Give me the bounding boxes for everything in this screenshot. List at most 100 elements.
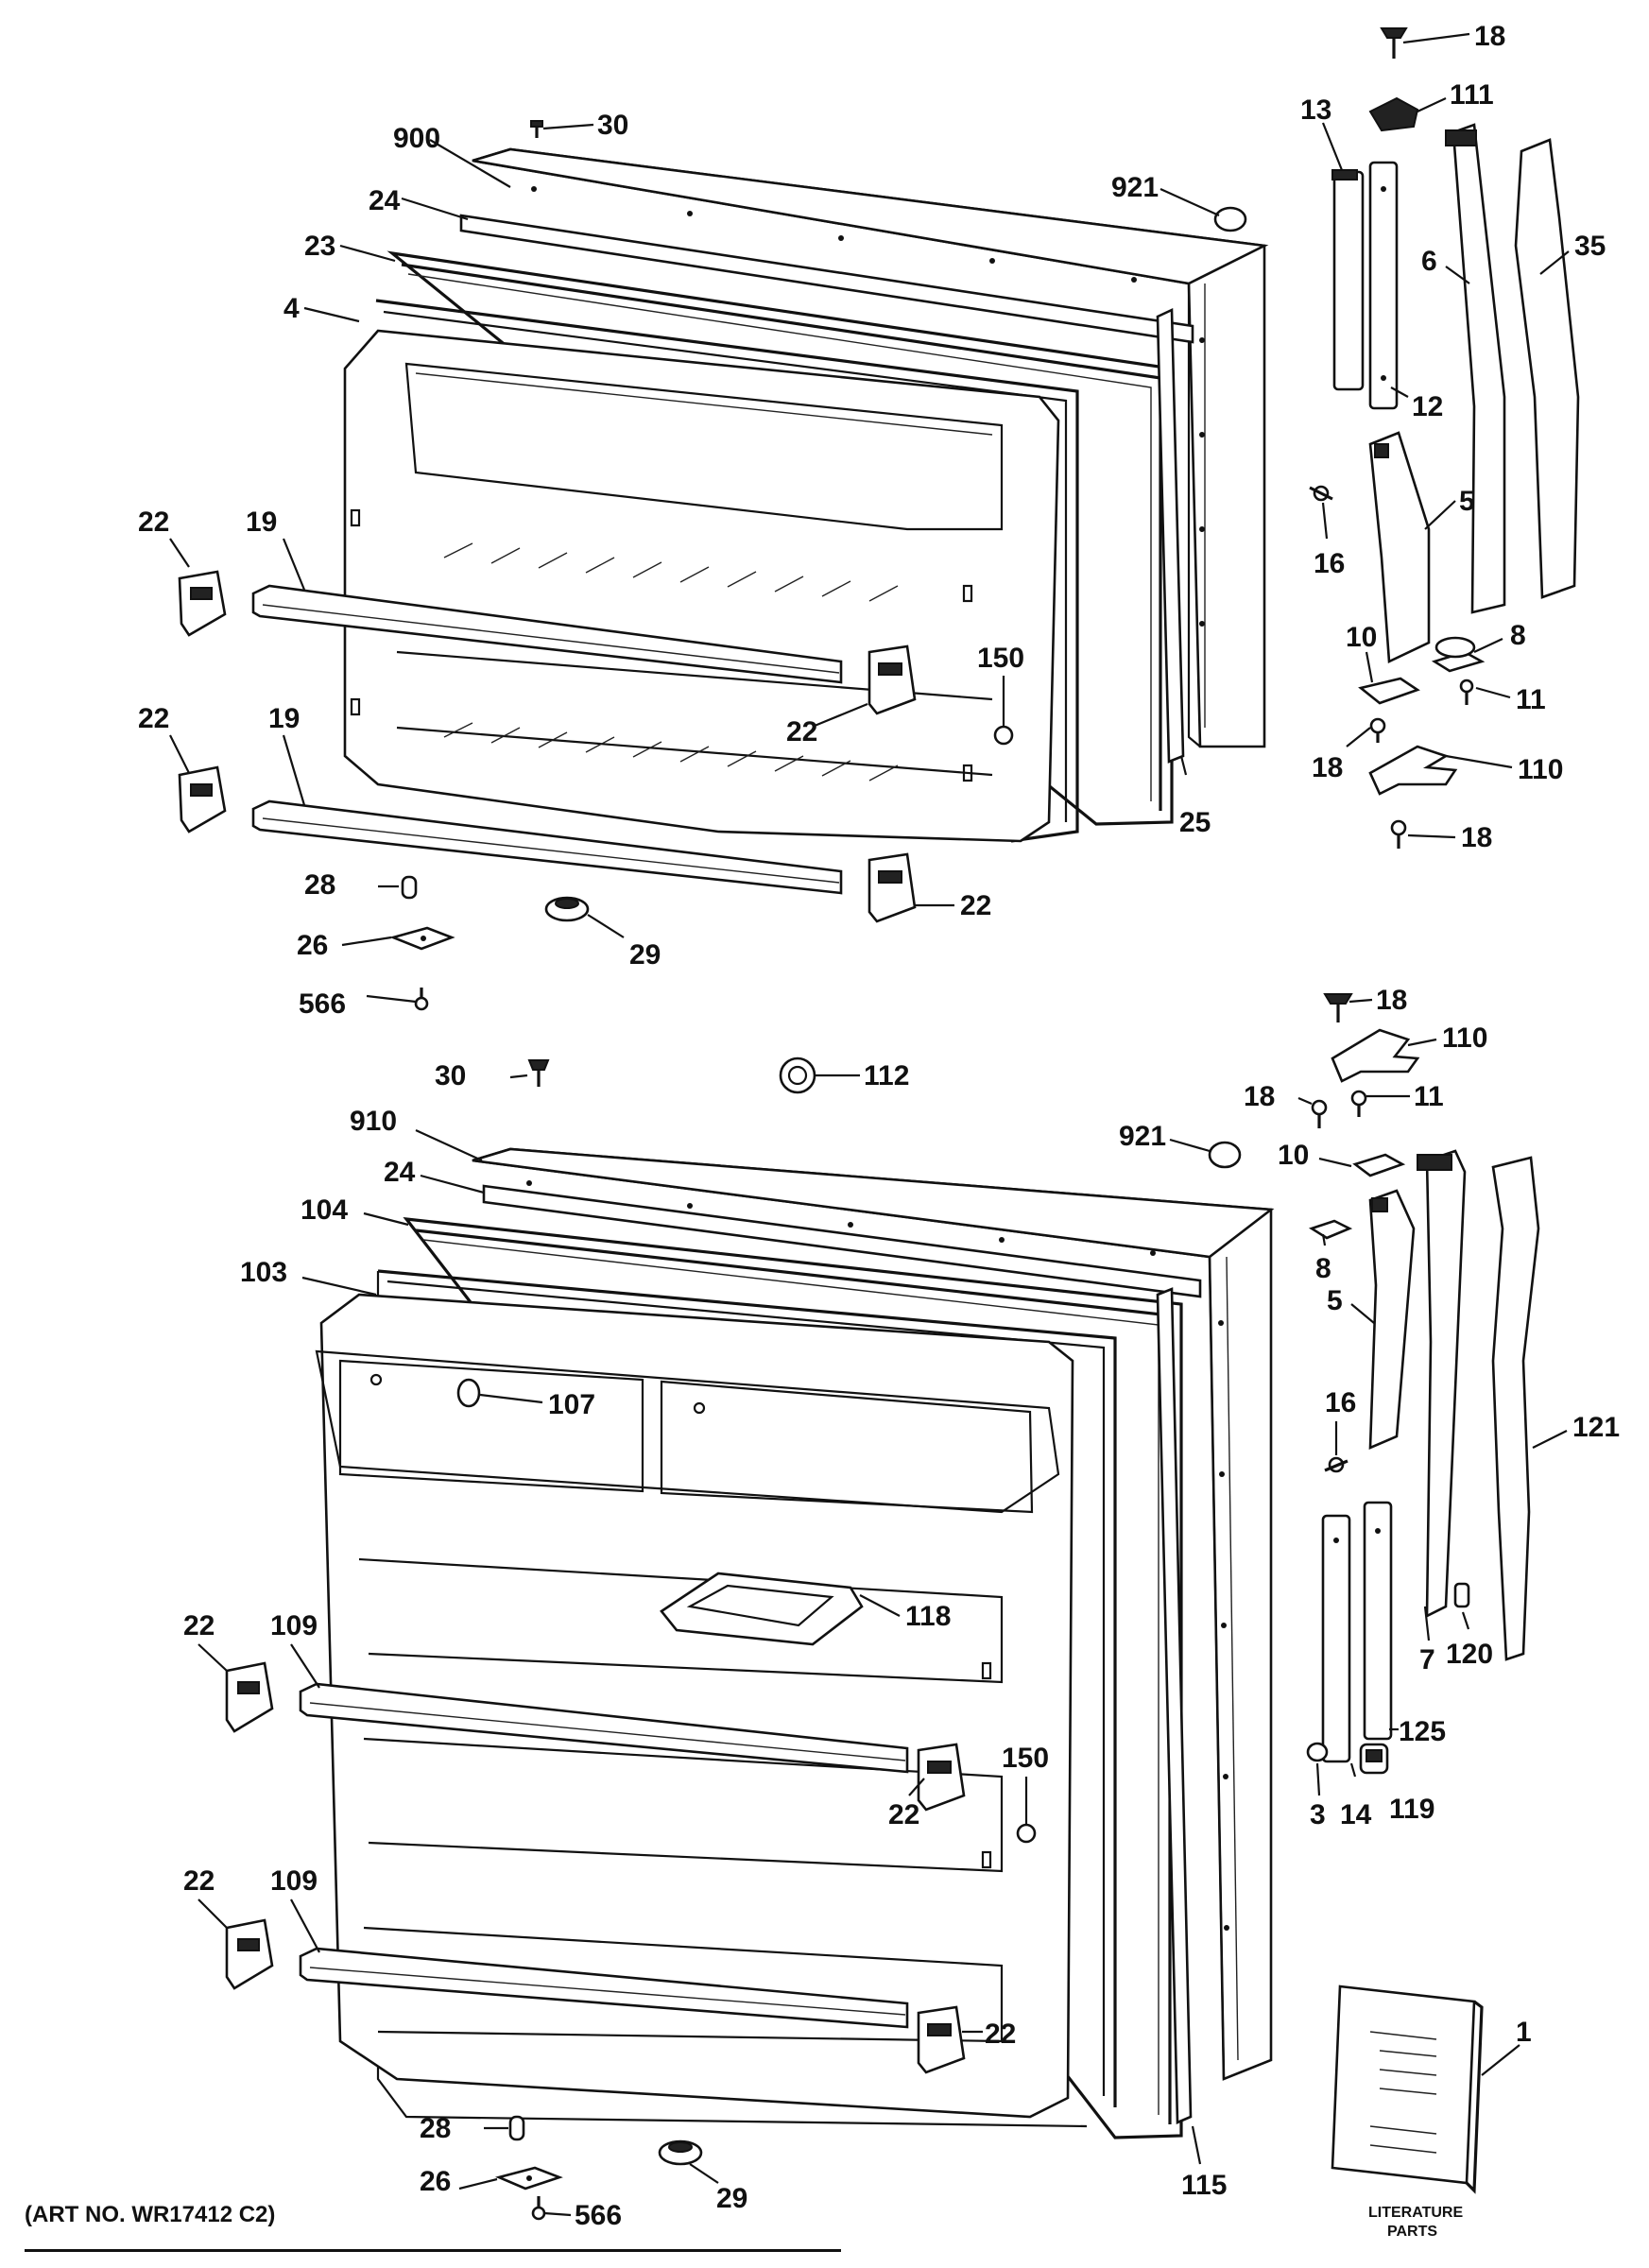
- shelf-bracket-22-h: [917, 2005, 966, 2074]
- label-bot-125: 125: [1399, 1716, 1446, 1747]
- label-bot-22c: 22: [985, 2019, 1016, 2050]
- label-top-30: 30: [597, 110, 628, 141]
- label-bot-26: 26: [420, 2166, 451, 2197]
- label-top-13: 13: [1300, 94, 1331, 126]
- label-top-22c: 22: [138, 703, 169, 734]
- seal-strip-115: [1156, 1287, 1193, 2124]
- label-top-18c: 18: [1461, 822, 1492, 853]
- label-top-10: 10: [1346, 622, 1377, 653]
- clip-119: [1359, 1743, 1389, 1775]
- label-bot-8: 8: [1315, 1253, 1331, 1284]
- handle-5-bottom: [1368, 1189, 1416, 1451]
- label-top-900: 900: [393, 123, 440, 154]
- handle-bar-7: [1417, 1149, 1467, 1619]
- label-top-12: 12: [1412, 391, 1443, 422]
- plug-921-bottom: [1208, 1141, 1242, 1169]
- outer-door-panel-910: [472, 1147, 1275, 2081]
- label-bot-28: 28: [420, 2113, 451, 2144]
- label-top-22a: 22: [138, 507, 169, 538]
- screw-150-bottom: [1016, 1823, 1037, 1844]
- shelf-bar-19-lower: [251, 799, 843, 895]
- freezer-door-liner: [343, 329, 1060, 843]
- literature-label-line2: PARTS: [1387, 2224, 1437, 2240]
- leader-lines: [169, 32, 1570, 2217]
- channel-12: [1368, 161, 1399, 410]
- label-top-6: 6: [1421, 246, 1437, 277]
- label-top-11: 11: [1516, 684, 1546, 715]
- shelf-bracket-22-b: [178, 765, 227, 833]
- shim-10-top: [1358, 677, 1420, 705]
- screw-150-top: [993, 725, 1014, 746]
- callout-labels: 18 111 13 30 900 921 24 23 4 6 35 12 5 1…: [138, 21, 1620, 2231]
- label-top-28: 28: [304, 869, 335, 901]
- handle-5-top: [1368, 431, 1431, 663]
- label-top-18: 18: [1474, 21, 1505, 52]
- shelf-bracket-22-f: [225, 1918, 274, 1990]
- gasket-4-top: [375, 299, 1079, 843]
- label-bot-10: 10: [1278, 1140, 1309, 1171]
- label-top-566: 566: [299, 988, 346, 1020]
- label-bot-150: 150: [1002, 1743, 1049, 1774]
- screw-566-top: [414, 988, 429, 1011]
- shelf-bracket-22-e: [225, 1661, 274, 1733]
- handle-cover-121: [1491, 1156, 1540, 1661]
- plug-921-top: [1213, 206, 1247, 232]
- label-bot-103: 103: [240, 1257, 287, 1288]
- channel-13: [1331, 169, 1365, 391]
- label-top-921: 921: [1111, 172, 1159, 203]
- art-number-caption: (ART NO. WR17412 C2): [25, 2202, 276, 2227]
- label-bot-3: 3: [1310, 1799, 1326, 1830]
- outer-door-panel-900: [472, 147, 1269, 748]
- label-bot-16: 16: [1325, 1387, 1356, 1418]
- shelf-bracket-22-a: [178, 570, 227, 637]
- label-bot-566: 566: [575, 2200, 622, 2231]
- plug-112: [779, 1057, 816, 1094]
- label-bot-120: 120: [1446, 1639, 1493, 1670]
- bracket-26-bottom: [495, 2166, 563, 2191]
- fresh-food-door-liner: [315, 1293, 1074, 2119]
- label-bot-1: 1: [1516, 2017, 1532, 2048]
- pad-8-bottom: [1308, 1219, 1353, 1240]
- label-bot-7: 7: [1419, 1644, 1435, 1675]
- label-bot-29: 29: [716, 2183, 747, 2214]
- label-top-22d: 22: [960, 890, 991, 921]
- freezer-door-assembly: [178, 120, 1269, 1011]
- egg-tray-118: [660, 1572, 864, 1646]
- label-bot-22b: 22: [888, 1799, 919, 1830]
- seal-strip-25: [1156, 307, 1185, 764]
- label-bot-921: 921: [1119, 1121, 1166, 1152]
- label-top-111: 111: [1450, 79, 1494, 111]
- handle-cover-35: [1514, 138, 1580, 599]
- label-top-35: 35: [1574, 231, 1606, 262]
- label-top-19a: 19: [246, 507, 277, 538]
- label-bot-5: 5: [1327, 1285, 1343, 1316]
- handle-bar-6: [1445, 123, 1506, 614]
- label-top-110: 110: [1518, 754, 1563, 785]
- screw-11-bottom: [1350, 1090, 1367, 1117]
- pad-8-top: [1431, 636, 1486, 673]
- label-bot-104: 104: [301, 1194, 348, 1226]
- label-top-5: 5: [1459, 486, 1475, 517]
- screw-30-bottom: [527, 1059, 550, 1087]
- bracket-26-top: [388, 926, 455, 951]
- channel-125: [1363, 1501, 1393, 1741]
- label-bot-109a: 109: [270, 1610, 318, 1641]
- label-bot-22d: 22: [183, 1865, 215, 1897]
- trim-strip-24-top: [459, 214, 1194, 344]
- label-top-26: 26: [297, 930, 328, 961]
- label-top-24: 24: [369, 185, 401, 216]
- label-top-23: 23: [304, 231, 335, 262]
- label-top-18b: 18: [1312, 752, 1343, 783]
- label-bot-14: 14: [1340, 1799, 1372, 1830]
- label-top-8: 8: [1510, 620, 1526, 651]
- literature-parts-booklet: [1331, 1984, 1484, 2194]
- label-top-25: 25: [1179, 807, 1211, 838]
- label-bot-22a: 22: [183, 1610, 215, 1641]
- label-top-4: 4: [283, 293, 300, 324]
- label-bot-18b: 18: [1244, 1081, 1275, 1112]
- stop-29-bottom: [658, 2139, 703, 2166]
- cam-28-top: [401, 875, 418, 900]
- label-bot-18: 18: [1376, 985, 1407, 1016]
- label-bot-910: 910: [350, 1106, 397, 1137]
